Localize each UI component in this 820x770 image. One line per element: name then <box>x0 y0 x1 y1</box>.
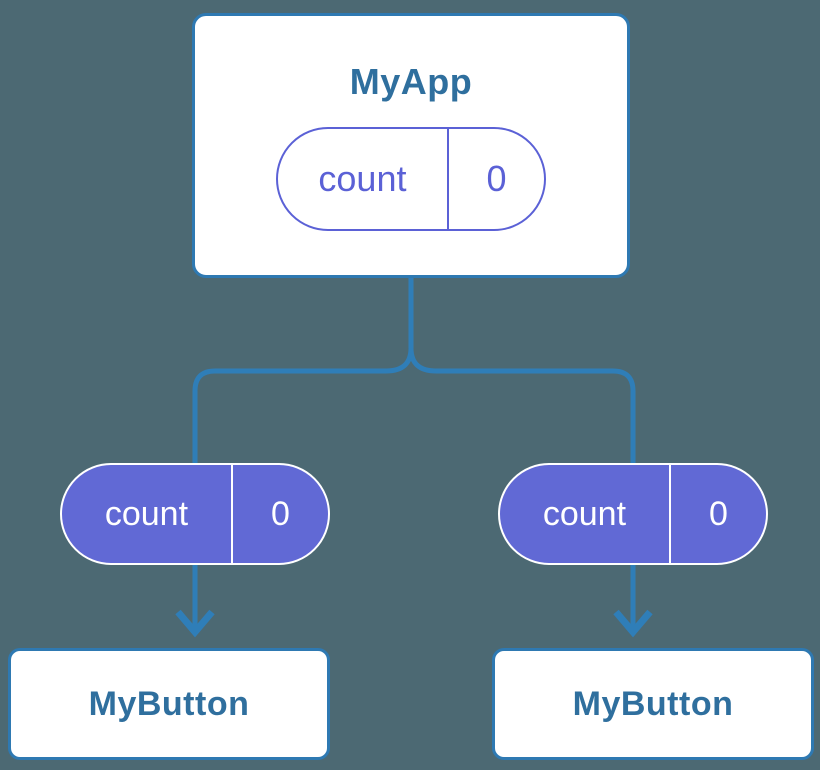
state-pill-mybutton-left: count 0 <box>60 463 330 565</box>
component-title-myapp: MyApp <box>349 60 473 102</box>
state-name-label: count <box>104 494 189 533</box>
component-node-mybutton-right: MyButton <box>492 648 814 760</box>
component-node-mybutton-left: MyButton <box>8 648 330 760</box>
state-value-label: 0 <box>668 465 766 563</box>
arrow-right-head-icon <box>613 609 653 638</box>
state-name-label: count <box>542 494 627 533</box>
branch-right-line <box>408 347 636 468</box>
component-node-myapp: MyApp count 0 <box>192 13 630 278</box>
state-pill-mybutton-right: count 0 <box>498 463 768 565</box>
component-title-mybutton-right: MyButton <box>572 684 734 723</box>
arrow-left <box>175 560 215 638</box>
branch-left-line <box>192 347 414 468</box>
state-value-label: 0 <box>446 128 544 229</box>
component-title-mybutton-left: MyButton <box>88 684 250 723</box>
state-name-label: count <box>318 157 407 199</box>
state-value-label: 0 <box>230 465 328 563</box>
state-pill-myapp: count 0 <box>276 126 546 231</box>
arrow-left-head-icon <box>175 609 215 638</box>
arrow-right <box>613 560 653 638</box>
